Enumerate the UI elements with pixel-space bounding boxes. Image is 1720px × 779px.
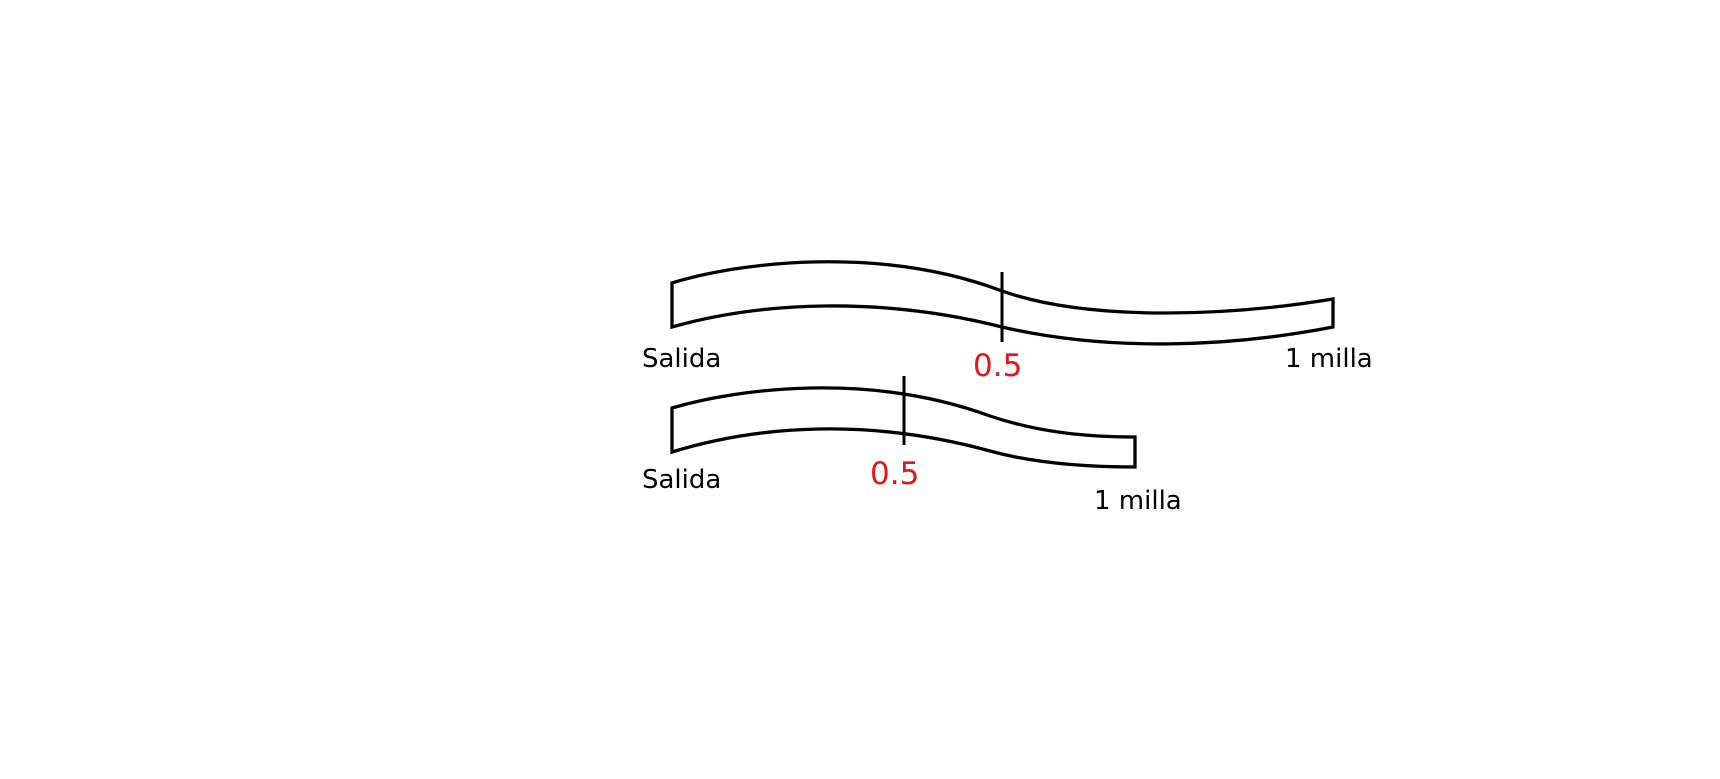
track-full: Salida 0.5 1 milla: [642, 260, 1373, 384]
track-band: [670, 386, 1137, 469]
end-label: 1 milla: [1285, 344, 1373, 374]
start-label: Salida: [642, 344, 721, 374]
track-band: [670, 260, 1335, 346]
start-label: Salida: [642, 465, 721, 495]
end-label: 1 milla: [1094, 486, 1182, 516]
midpoint-label: 0.5: [870, 456, 919, 492]
track-short: Salida 0.5 1 milla: [642, 376, 1182, 516]
midpoint-label: 0.5: [973, 348, 1022, 384]
